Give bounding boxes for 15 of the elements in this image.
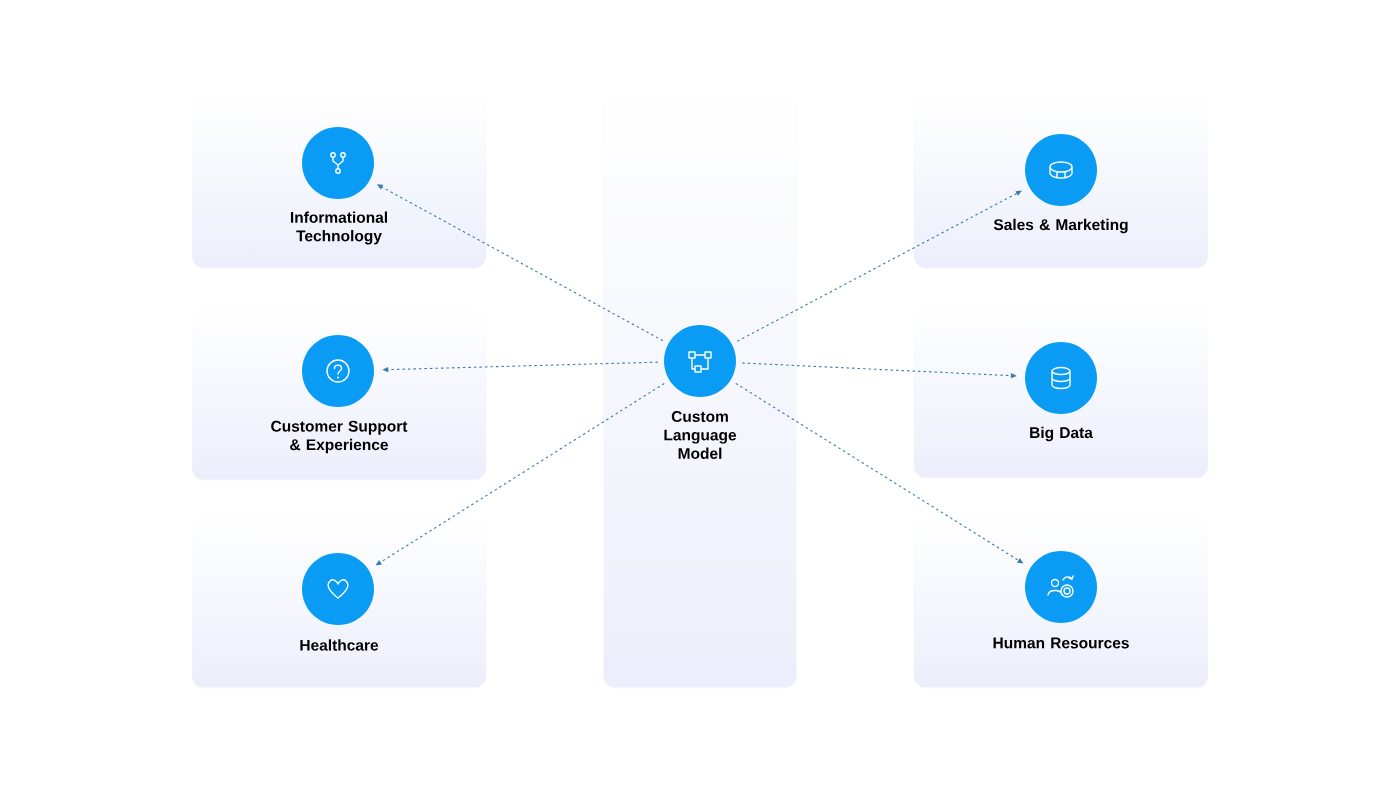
icon-circle xyxy=(1025,551,1097,623)
icon-circle xyxy=(1025,342,1097,414)
card: Big Data xyxy=(913,309,1209,479)
arrow xyxy=(736,190,1022,342)
card: Customer Support & Experience xyxy=(191,311,487,481)
icon-circle xyxy=(302,335,374,407)
card: Sales & Marketing xyxy=(913,99,1209,269)
card: Human Resources xyxy=(913,519,1209,689)
card: Healthcare xyxy=(191,519,487,689)
card: Informational Technology xyxy=(191,99,487,269)
icon-circle xyxy=(302,127,374,199)
card: Custom Language Model xyxy=(603,99,797,689)
icon-circle xyxy=(1025,134,1097,206)
icon-circle xyxy=(664,325,736,397)
icon-circle xyxy=(302,553,374,625)
